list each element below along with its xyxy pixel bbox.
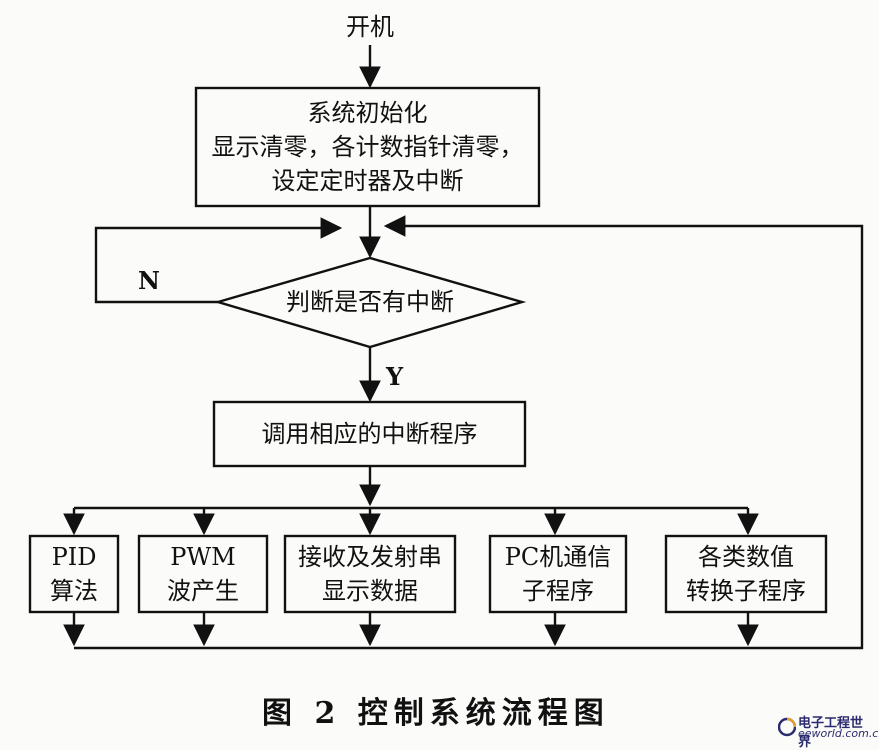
watermark-en: eeworld.com.cn — [798, 727, 879, 740]
pc-box: PC机通信 子程序 — [490, 536, 626, 612]
init-box-shape — [194, 86, 541, 208]
watermark-logo: 电子工程世界 eeworld.com.cn — [778, 712, 879, 750]
convert-line-1: 各类数值 — [698, 543, 794, 571]
watermark-cn: 电子工程世界 — [798, 716, 864, 750]
pid-line-1: PID — [51, 543, 97, 571]
convert-line-2: 转换子程序 — [686, 577, 806, 605]
init-box: 系统初始化 显示清零，各计数指针清零， 设定定时器及中断 — [196, 88, 539, 206]
pid-line-2: 算法 — [50, 577, 98, 605]
yes-label: Y — [386, 362, 404, 391]
return-loop-line — [372, 215, 864, 650]
start-label: 开机 — [346, 13, 394, 41]
init-line-3: 设定定时器及中断 — [271, 167, 464, 195]
convert-box-shape — [664, 534, 828, 614]
init-line-1: 系统初始化 — [307, 99, 428, 127]
no-loop-line — [94, 217, 343, 304]
decision-shape — [213, 256, 527, 349]
pwm-line-1: PWM — [170, 543, 236, 571]
serial-line-2: 显示数据 — [322, 577, 418, 605]
decision-text: 判断是否有中断 — [286, 288, 454, 316]
pid-box: PID 算法 — [30, 536, 118, 612]
serial-box: 接收及发射串 显示数据 — [285, 536, 455, 612]
no-label: N — [138, 266, 160, 295]
serial-line-1: 接收及发射串 — [298, 543, 442, 571]
watermark-logo-icon — [778, 717, 796, 737]
pc-line-2: 子程序 — [522, 577, 594, 605]
pwm-line-2: 波产生 — [167, 577, 239, 605]
pc-line-1: PC机通信 — [504, 543, 612, 571]
pc-box-shape — [488, 534, 628, 614]
figure-caption: 图 2 控制系统流程图 — [262, 696, 610, 731]
call-box-text: 调用相应的中断程序 — [261, 420, 478, 448]
pwm-box: PWM 波产生 — [139, 536, 267, 612]
init-line-2: 显示清零，各计数指针清零， — [211, 133, 524, 161]
convert-box: 各类数值 转换子程序 — [666, 536, 826, 612]
